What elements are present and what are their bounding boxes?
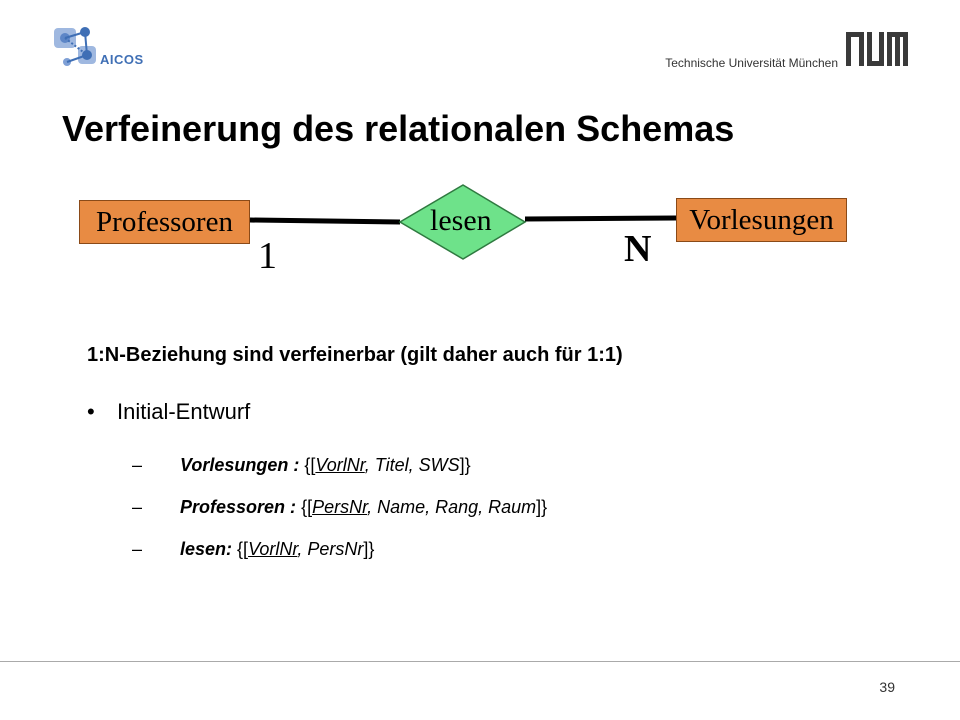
connector-right bbox=[524, 215, 677, 222]
bullet-text: Initial-Entwurf bbox=[117, 399, 251, 424]
relationship-diamond bbox=[398, 184, 527, 260]
page-number: 39 bbox=[879, 679, 895, 695]
schema-key: VorlNr bbox=[248, 539, 298, 559]
schema-open: {[ bbox=[301, 497, 313, 517]
schema-name: Vorlesungen : bbox=[180, 455, 300, 475]
schema-open: {[ bbox=[237, 539, 249, 559]
dash: – bbox=[132, 539, 143, 559]
slide-title: Verfeinerung des relationalen Schemas bbox=[62, 108, 735, 149]
dash: – bbox=[132, 497, 143, 517]
bullet-dot: • bbox=[87, 399, 95, 424]
footer-divider bbox=[0, 661, 960, 662]
schema-open: {[ bbox=[304, 455, 316, 475]
entity-professoren: Professoren bbox=[79, 200, 250, 244]
schema-name: Professoren : bbox=[180, 497, 297, 517]
schema-name: lesen: bbox=[180, 539, 233, 559]
university-name: Technische Universität München bbox=[665, 56, 838, 70]
schema-key: VorlNr bbox=[315, 455, 365, 475]
aicos-logo-icon bbox=[54, 27, 96, 66]
bullet-item: • Initial-Entwurf bbox=[87, 399, 250, 425]
schema-key: PersNr bbox=[312, 497, 368, 517]
tum-logo-icon bbox=[846, 32, 908, 66]
relationship-label: lesen bbox=[430, 204, 492, 237]
schema-row: – lesen: {[VorlNr, PersNr]} bbox=[132, 539, 374, 560]
dash: – bbox=[132, 455, 143, 475]
schema-attributes: , Name, Rang, Raum bbox=[367, 497, 537, 517]
schema-close: ]} bbox=[536, 497, 548, 517]
section-heading: 1:N-Beziehung sind verfeinerbar (gilt da… bbox=[87, 344, 623, 366]
entity-vorlesungen: Vorlesungen bbox=[676, 198, 847, 242]
er-diagram bbox=[249, 184, 677, 260]
connector-left bbox=[249, 217, 401, 225]
schema-attributes: , Titel, SWS bbox=[364, 455, 460, 475]
cardinality-right: N bbox=[624, 228, 652, 270]
cardinality-left: 1 bbox=[258, 235, 277, 277]
aicos-label: AICOS bbox=[100, 52, 144, 67]
schema-attributes: , PersNr bbox=[297, 539, 364, 559]
schema-close: ]} bbox=[363, 539, 375, 559]
schema-close: ]} bbox=[459, 455, 471, 475]
schema-row: – Professoren : {[PersNr, Name, Rang, Rau… bbox=[132, 497, 547, 518]
schema-row: – Vorlesungen : {[VorlNr, Titel, SWS]} bbox=[132, 455, 471, 476]
